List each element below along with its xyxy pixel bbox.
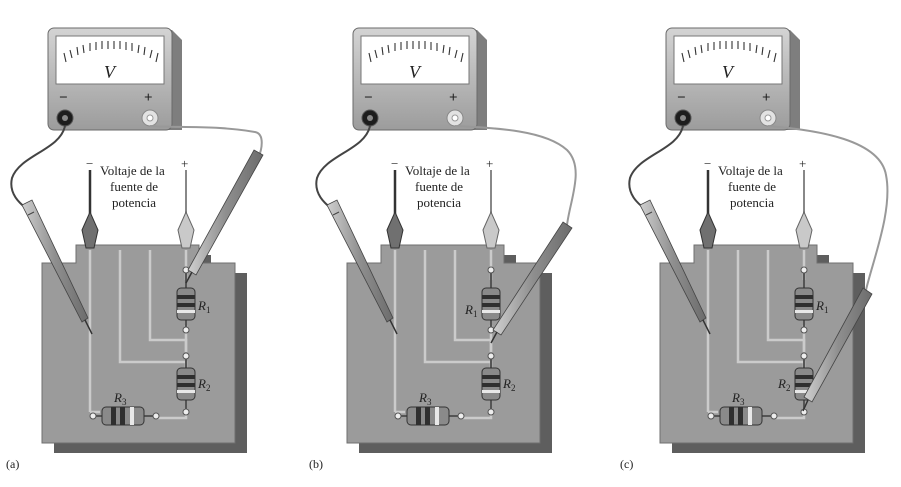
- panel-a: [10, 26, 264, 455]
- supply-plus-sign: +: [181, 156, 188, 171]
- meter-minus-sign: −: [59, 90, 68, 106]
- r3-label: R3: [731, 390, 745, 407]
- r2-label: R2: [197, 376, 210, 393]
- panel-c: [628, 26, 889, 455]
- supply-label-line1: Voltaje de la: [718, 163, 783, 178]
- meter-minus-sign: −: [677, 90, 686, 106]
- supply-label-line3: potencia: [730, 195, 774, 210]
- supply-label-line2: fuente de: [728, 179, 776, 194]
- supply-label-line1: Voltaje de la: [405, 163, 470, 178]
- supply-minus-sign: −: [391, 156, 398, 171]
- meter-plus-sign: +: [449, 90, 458, 106]
- r1-label: R1: [197, 298, 210, 315]
- panel-a-caption: (a): [6, 457, 19, 471]
- supply-minus-sign: −: [704, 156, 711, 171]
- meter-unit-label: V: [104, 62, 117, 82]
- supply-minus-sign: −: [86, 156, 93, 171]
- r1-label: R1: [464, 302, 477, 319]
- supply-plus-sign: +: [486, 156, 493, 171]
- r3-label: R3: [418, 390, 432, 407]
- supply-label-line3: potencia: [112, 195, 156, 210]
- panel-a-labels: V − + − + Voltaje de la fuente de potenc…: [6, 62, 210, 471]
- r1-label: R1: [815, 298, 828, 315]
- panel-b-caption: (b): [309, 457, 323, 471]
- supply-label-line2: fuente de: [110, 179, 158, 194]
- meter-plus-sign: +: [762, 90, 771, 106]
- panel-b-labels: V − + − + Voltaje de la fuente de potenc…: [309, 62, 515, 471]
- supply-label-line3: potencia: [417, 195, 461, 210]
- panel-c-caption: (c): [620, 457, 633, 471]
- supply-plus-sign: +: [799, 156, 806, 171]
- panel-c-labels: V − + − + Voltaje de la fuente de potenc…: [620, 62, 828, 471]
- supply-label-line2: fuente de: [415, 179, 463, 194]
- r3-label: R3: [113, 390, 127, 407]
- r2-label: R2: [777, 376, 790, 393]
- supply-label-line1: Voltaje de la: [100, 163, 165, 178]
- meter-unit-label: V: [409, 62, 422, 82]
- meter-plus-sign: +: [144, 90, 153, 106]
- panel-b: [315, 26, 577, 455]
- meter-unit-label: V: [722, 62, 735, 82]
- r2-label: R2: [502, 376, 515, 393]
- meter-minus-sign: −: [364, 90, 373, 106]
